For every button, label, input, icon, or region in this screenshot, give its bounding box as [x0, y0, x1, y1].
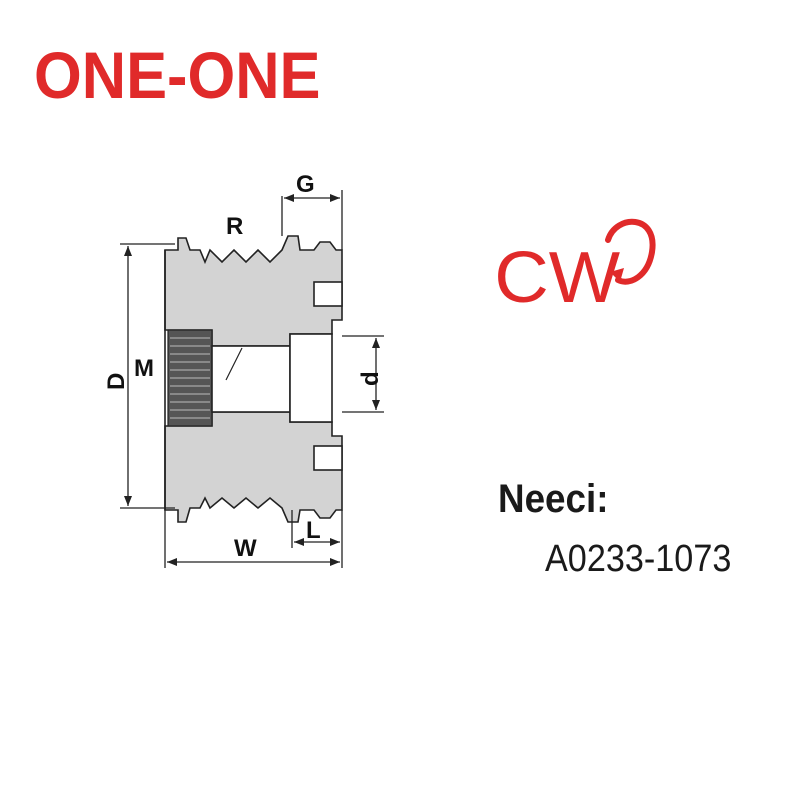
- hub: [289, 333, 333, 423]
- bore: [211, 345, 291, 413]
- part-number-label: Neeci:: [498, 477, 609, 521]
- dim-label-r: R: [226, 213, 243, 240]
- rotation-direction-badge: CW: [494, 218, 656, 318]
- dim-label-g: G: [296, 171, 315, 198]
- cw-text: CW: [494, 237, 620, 318]
- notch-upper: [313, 281, 343, 307]
- notch-lower: [313, 445, 343, 471]
- dim-label-w: W: [234, 535, 257, 562]
- dim-label-d-upper: D: [103, 373, 130, 390]
- clockwise-arrow-icon: [605, 218, 656, 285]
- part-number-value: A0233-1073: [545, 538, 732, 580]
- dim-label-l: L: [306, 517, 321, 544]
- brand-logo: ONE-ONE: [34, 38, 321, 112]
- dim-label-d-lower: d: [357, 371, 384, 386]
- dim-label-m: M: [134, 355, 154, 382]
